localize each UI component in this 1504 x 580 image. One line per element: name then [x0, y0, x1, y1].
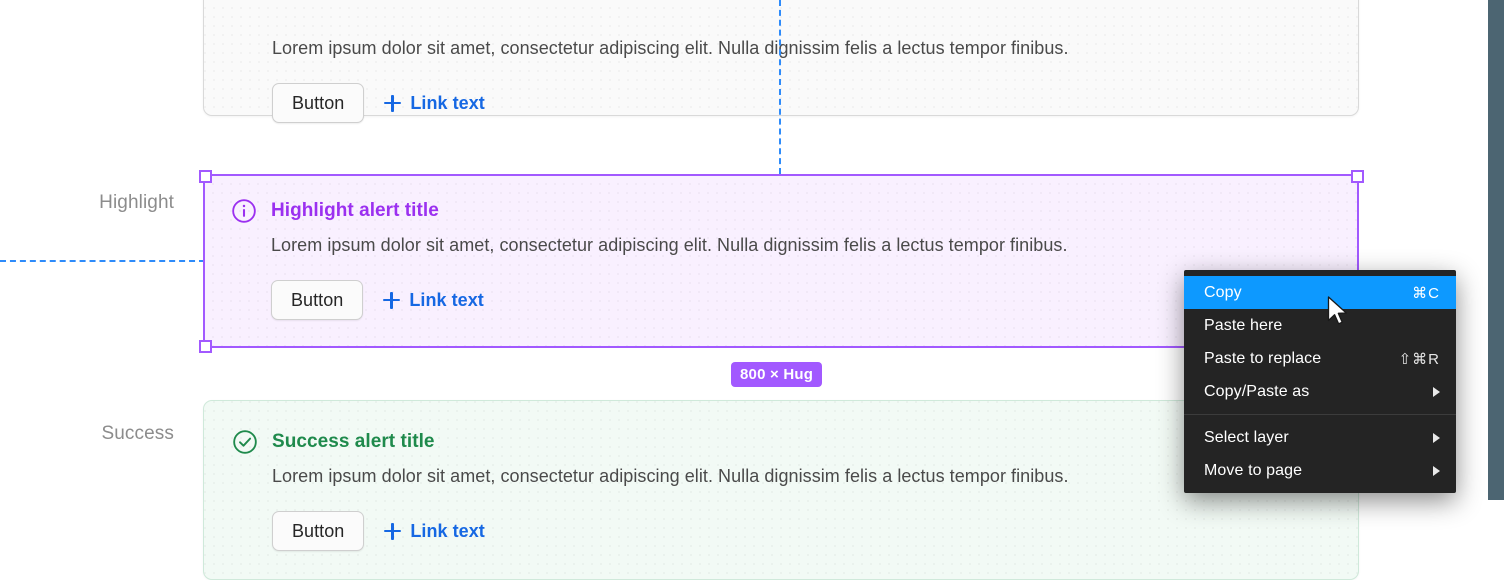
selection-size-badge: 800 × Hug — [731, 362, 823, 387]
alert-link-label-neutral: Link text — [410, 92, 485, 113]
menu-item-copy-shortcut: ⌘C — [1412, 284, 1440, 302]
alert-link-highlight[interactable]: Link text — [383, 289, 484, 311]
alert-link-label-success: Link text — [410, 520, 485, 541]
menu-item-copy-label: Copy — [1204, 283, 1242, 301]
alert-body-highlight: Lorem ipsum dolor sit amet, consectetur … — [271, 235, 1068, 255]
menu-item-copy-paste-as-label: Copy/Paste as — [1204, 382, 1310, 400]
row-label-highlight: Highlight — [99, 192, 174, 213]
menu-item-select-layer[interactable]: Select layer — [1184, 421, 1456, 454]
chevron-right-icon — [1433, 465, 1440, 476]
alignment-guide-vertical — [779, 0, 781, 174]
menu-item-paste-here[interactable]: Paste here — [1184, 309, 1456, 342]
alert-button-neutral[interactable]: Button — [272, 83, 365, 123]
alert-link-label-highlight: Link text — [409, 289, 484, 310]
plus-icon — [384, 522, 402, 540]
alert-body-success: Lorem ipsum dolor sit amet, consectetur … — [272, 466, 1069, 486]
alert-content-neutral: Lorem ipsum dolor sit amet, consectetur … — [204, 0, 1358, 123]
right-panel-edge[interactable] — [1488, 0, 1504, 500]
alert-title-success: Success alert title — [272, 431, 435, 452]
menu-item-paste-to-replace-label: Paste to replace — [1204, 349, 1322, 367]
alert-content-highlight: Highlight alert title Lorem ipsum dolor … — [203, 174, 1359, 348]
alert-link-neutral[interactable]: Link text — [384, 92, 485, 114]
row-label-success: Success — [101, 423, 174, 444]
menu-item-paste-here-label: Paste here — [1204, 316, 1283, 334]
menu-item-move-to-page[interactable]: Move to page — [1184, 454, 1456, 487]
menu-separator — [1184, 414, 1456, 415]
alert-header-success: Success alert title — [232, 429, 1330, 455]
alert-body-neutral: Lorem ipsum dolor sit amet, consectetur … — [272, 38, 1069, 58]
alert-link-success[interactable]: Link text — [384, 520, 485, 542]
alert-title-highlight: Highlight alert title — [271, 200, 439, 221]
alignment-guide-horizontal — [0, 260, 205, 262]
menu-item-select-layer-label: Select layer — [1204, 428, 1289, 446]
alert-actions-highlight: Button Link text — [271, 280, 1331, 320]
alert-actions-success: Button Link text — [272, 511, 1330, 551]
menu-item-copy[interactable]: Copy ⌘C — [1184, 276, 1456, 309]
menu-item-paste-to-replace-shortcut: ⇧⌘R — [1398, 350, 1440, 368]
alert-card-neutral[interactable]: Lorem ipsum dolor sit amet, consectetur … — [203, 0, 1359, 123]
info-circle-icon — [232, 199, 256, 223]
menu-item-move-to-page-label: Move to page — [1204, 461, 1303, 479]
alert-button-highlight[interactable]: Button — [271, 280, 364, 320]
alert-card-highlight[interactable]: Highlight alert title Lorem ipsum dolor … — [203, 174, 1359, 348]
plus-icon — [383, 291, 401, 309]
plus-icon — [384, 94, 402, 112]
alert-actions-neutral: Button Link text — [272, 83, 1330, 123]
chevron-right-icon — [1433, 386, 1440, 397]
check-circle-icon — [233, 430, 257, 454]
menu-item-copy-paste-as[interactable]: Copy/Paste as — [1184, 375, 1456, 408]
menu-item-paste-to-replace[interactable]: Paste to replace ⇧⌘R — [1184, 342, 1456, 375]
alert-button-success[interactable]: Button — [272, 511, 365, 551]
chevron-right-icon — [1433, 432, 1440, 443]
context-menu[interactable]: Copy ⌘C Paste here Paste to replace ⇧⌘R … — [1184, 270, 1456, 493]
alert-header-highlight: Highlight alert title — [231, 198, 1331, 224]
